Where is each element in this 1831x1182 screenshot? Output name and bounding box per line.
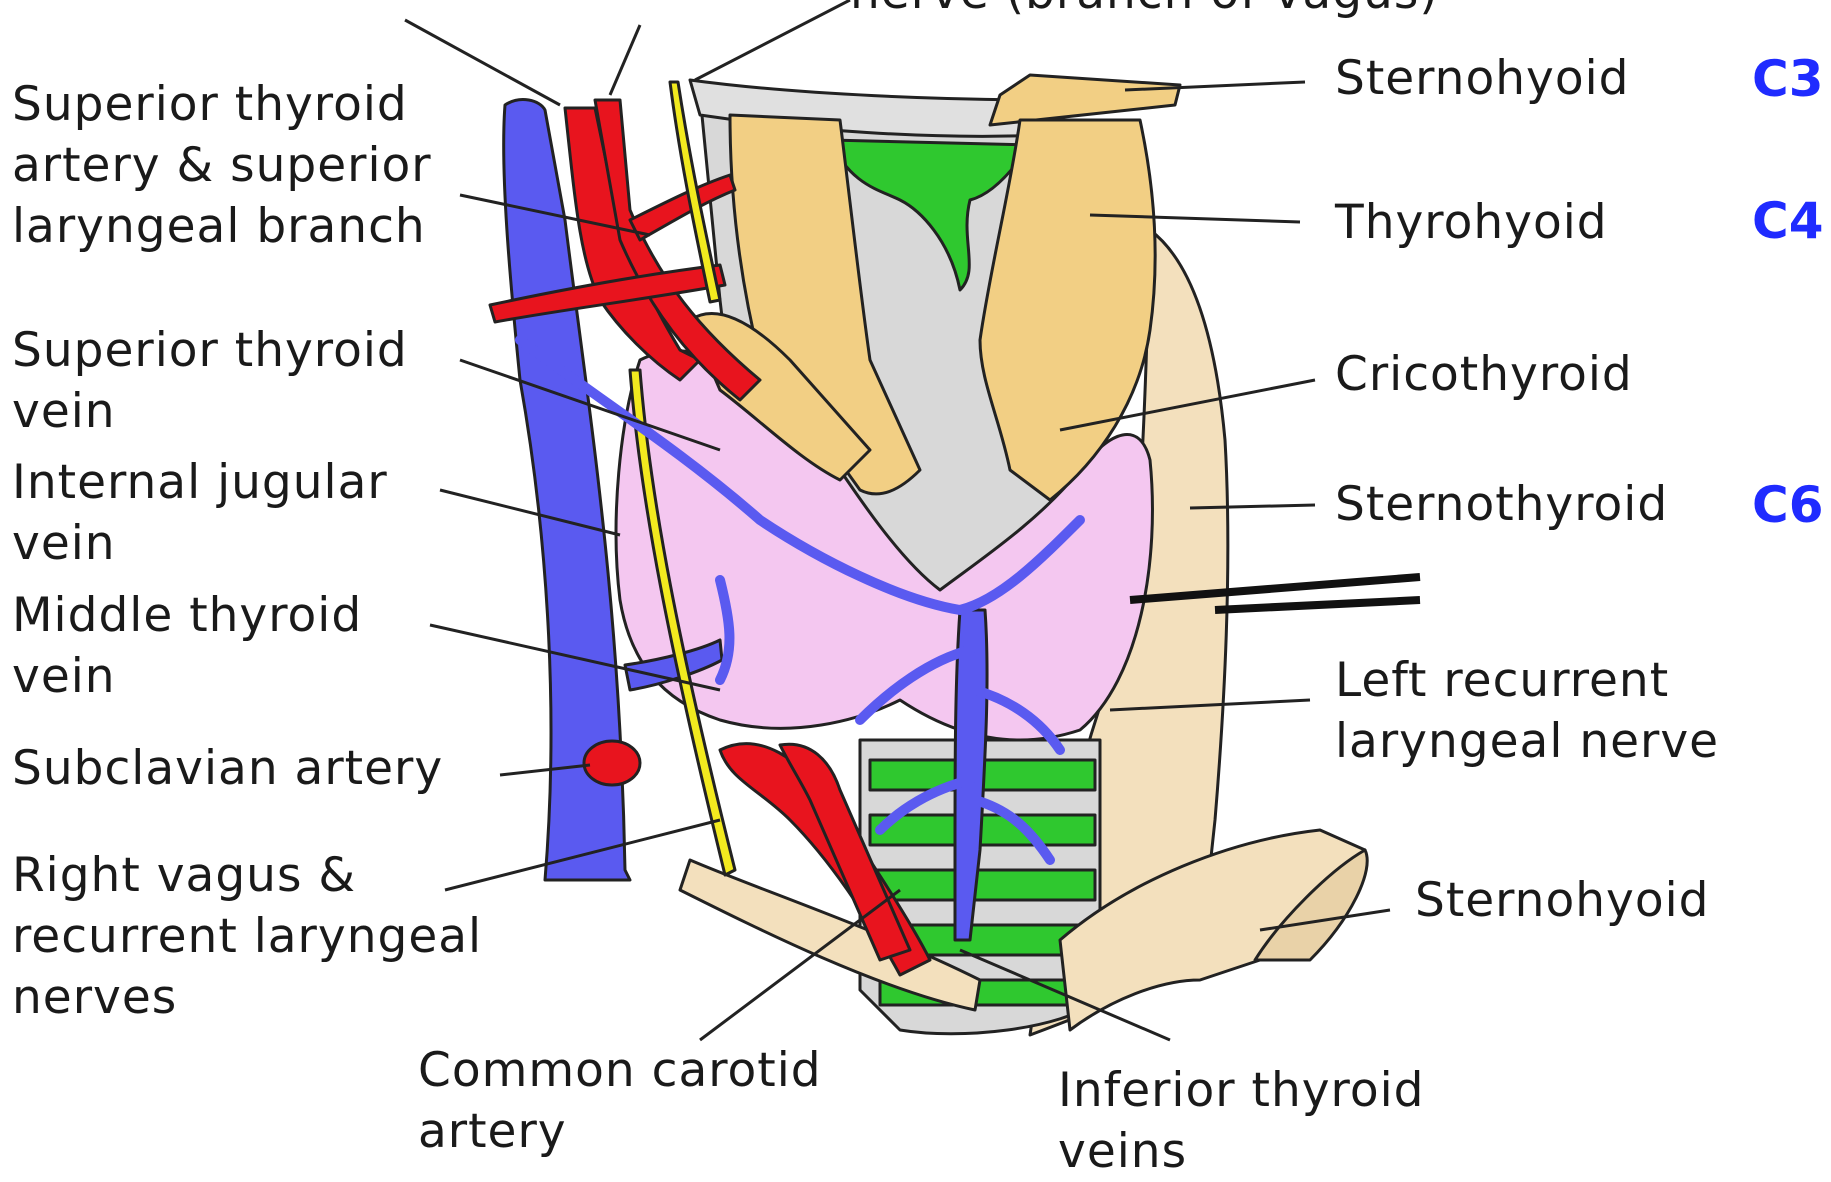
thyrohyoid-label: Thyrohyoid bbox=[1335, 192, 1608, 253]
top-partial-label: nerve (branch of vagus) bbox=[850, 0, 1439, 23]
right-vagus-label: Right vagus & recurrent laryngeal nerves bbox=[12, 845, 482, 1028]
level-c4: C4 bbox=[1752, 192, 1823, 250]
inferior-thyroid-veins-label: Inferior thyroid veins bbox=[1058, 1060, 1424, 1182]
sternohyoid-top-label: Sternohyoid bbox=[1335, 48, 1629, 109]
middle-thyroid-vein-label: Middle thyroid vein bbox=[12, 585, 362, 707]
subclavian-artery-label: Subclavian artery bbox=[12, 738, 443, 799]
subclavian-artery bbox=[584, 741, 640, 785]
common-carotid-label: Common carotid artery bbox=[418, 1040, 822, 1162]
cricothyroid-label: Cricothyroid bbox=[1335, 344, 1633, 405]
internal-jugular-vein-label: Internal jugular vein bbox=[12, 452, 388, 574]
left-recurrent-label: Left recurrent laryngeal nerve bbox=[1335, 650, 1719, 772]
superior-thyroid-artery-label: Superior thyroid artery & superior laryn… bbox=[12, 74, 432, 257]
level-c6: C6 bbox=[1752, 476, 1823, 534]
sternohyoid-top-muscle bbox=[990, 75, 1180, 125]
sternohyoid-bottom-label: Sternohyoid bbox=[1415, 870, 1709, 931]
sternothyroid-label: Sternothyroid bbox=[1335, 474, 1668, 535]
superior-thyroid-vein-label: Superior thyroid vein bbox=[12, 320, 408, 442]
level-c3: C3 bbox=[1752, 50, 1823, 108]
